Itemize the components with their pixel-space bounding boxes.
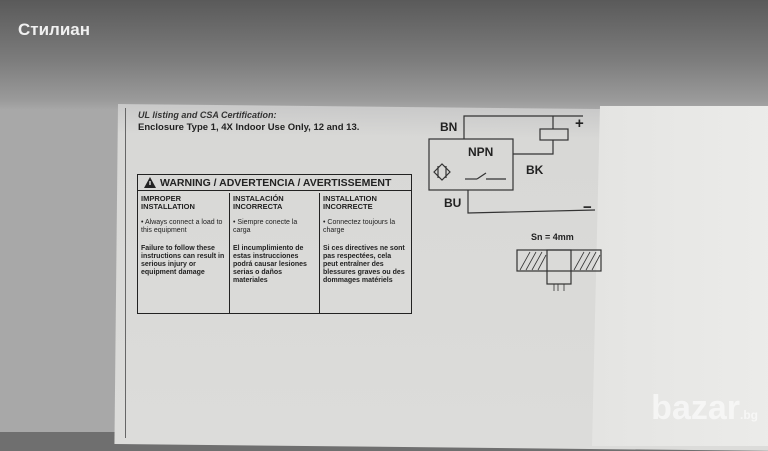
watermark-site: bazar.bg [651,389,758,428]
column-heading: IMPROPER INSTALLATION [141,194,195,211]
warning-column-fr: INSTALLATION INCORRECTE • Connectez touj… [320,193,410,313]
warning-column-en: IMPROPER INSTALLATION • Always connect a… [138,193,230,313]
column-heading: INSTALACIÓN INCORRECTA [233,194,284,211]
wiring-diagram: BN NPN BK BU + − Sn = 4mm [428,115,602,291]
minus-label: − [583,199,592,216]
watermark-site-name: bazar [651,389,740,427]
warning-box: WARNING / ADVERTENCIA / AVERTISSEMENT IM… [137,174,412,314]
box-side-panel [592,106,768,446]
sensing-distance: Sn = 4mm [531,232,574,242]
column-bullet: • Always connect a load to this equipmen… [141,219,223,234]
column-bullet: • Connectez toujours la charge [323,219,396,234]
bn-label: BN [440,120,457,134]
column-footer: Failure to follow these instructions can… [141,245,225,276]
column-footer: Si ces directives ne sont pas respectées… [323,245,405,284]
column-heading: INSTALLATION INCORRECTE [323,194,377,211]
watermark-user: Стилиан [18,20,91,39]
warning-column-es: INSTALACIÓN INCORRECTA • Siempre conecte… [230,193,320,313]
column-footer: El incumplimiento de estas instrucciones… [233,245,307,284]
npn-label: NPN [468,145,493,159]
warning-header: WARNING / ADVERTENCIA / AVERTISSEMENT [138,175,411,191]
cert-heading: UL listing and CSA Certification: [138,110,277,120]
cert-text: Enclosure Type 1, 4X Indoor Use Only, 12… [138,122,360,133]
bu-label: BU [444,196,461,210]
product-label [125,108,595,438]
column-bullet: • Siempre conecte la carga [233,219,298,234]
plus-label: + [575,115,584,132]
bk-label: BK [526,163,544,177]
watermark-tld: .bg [740,408,758,422]
warning-title: WARNING / ADVERTENCIA / AVERTISSEMENT [160,176,392,189]
warning-triangle-icon [144,177,156,188]
